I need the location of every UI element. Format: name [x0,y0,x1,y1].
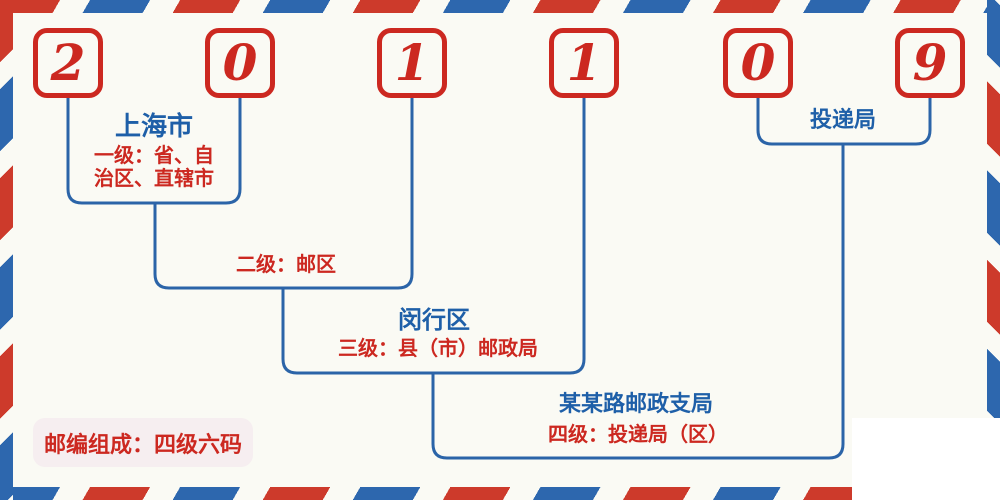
level3-district-label: 闵行区 [398,307,470,334]
postal-digit: 0 [222,33,258,92]
level1-region-label: 上海市 [114,111,194,141]
digit-box-6: 9 [895,28,965,98]
level4-desc: 四级：投递局（区） [548,424,728,446]
white-patch [852,418,1000,500]
composition-badge-text: 邮编组成：四级六码 [43,431,242,457]
level1-desc-line2: 治区、直辖市 [94,168,214,190]
digit-box-2: 0 [205,28,275,98]
postal-digit: 2 [50,33,86,92]
level3-desc: 三级：县（市）邮政局 [338,338,538,360]
airmail-border-bottom [0,487,1000,500]
level4-branch-label: 某某路邮政支局 [558,391,714,416]
postal-digit: 1 [566,33,602,92]
delivery-office-label: 投递局 [809,107,877,132]
airmail-border-left [0,0,13,500]
level2-desc: 二级：邮区 [236,254,336,276]
postal-digit: 0 [740,33,776,92]
airmail-border-right [987,0,1000,500]
airmail-border-top [0,0,1000,13]
composition-badge: 邮编组成：四级六码 [33,418,253,467]
digit-box-5: 0 [723,28,793,98]
digit-box-1: 2 [33,28,103,98]
digit-box-3: 1 [377,28,447,98]
postal-digit: 1 [394,33,430,92]
digit-box-4: 1 [549,28,619,98]
level1-desc-line1: 一级：省、自 [94,145,214,167]
postal-digit: 9 [912,33,948,92]
